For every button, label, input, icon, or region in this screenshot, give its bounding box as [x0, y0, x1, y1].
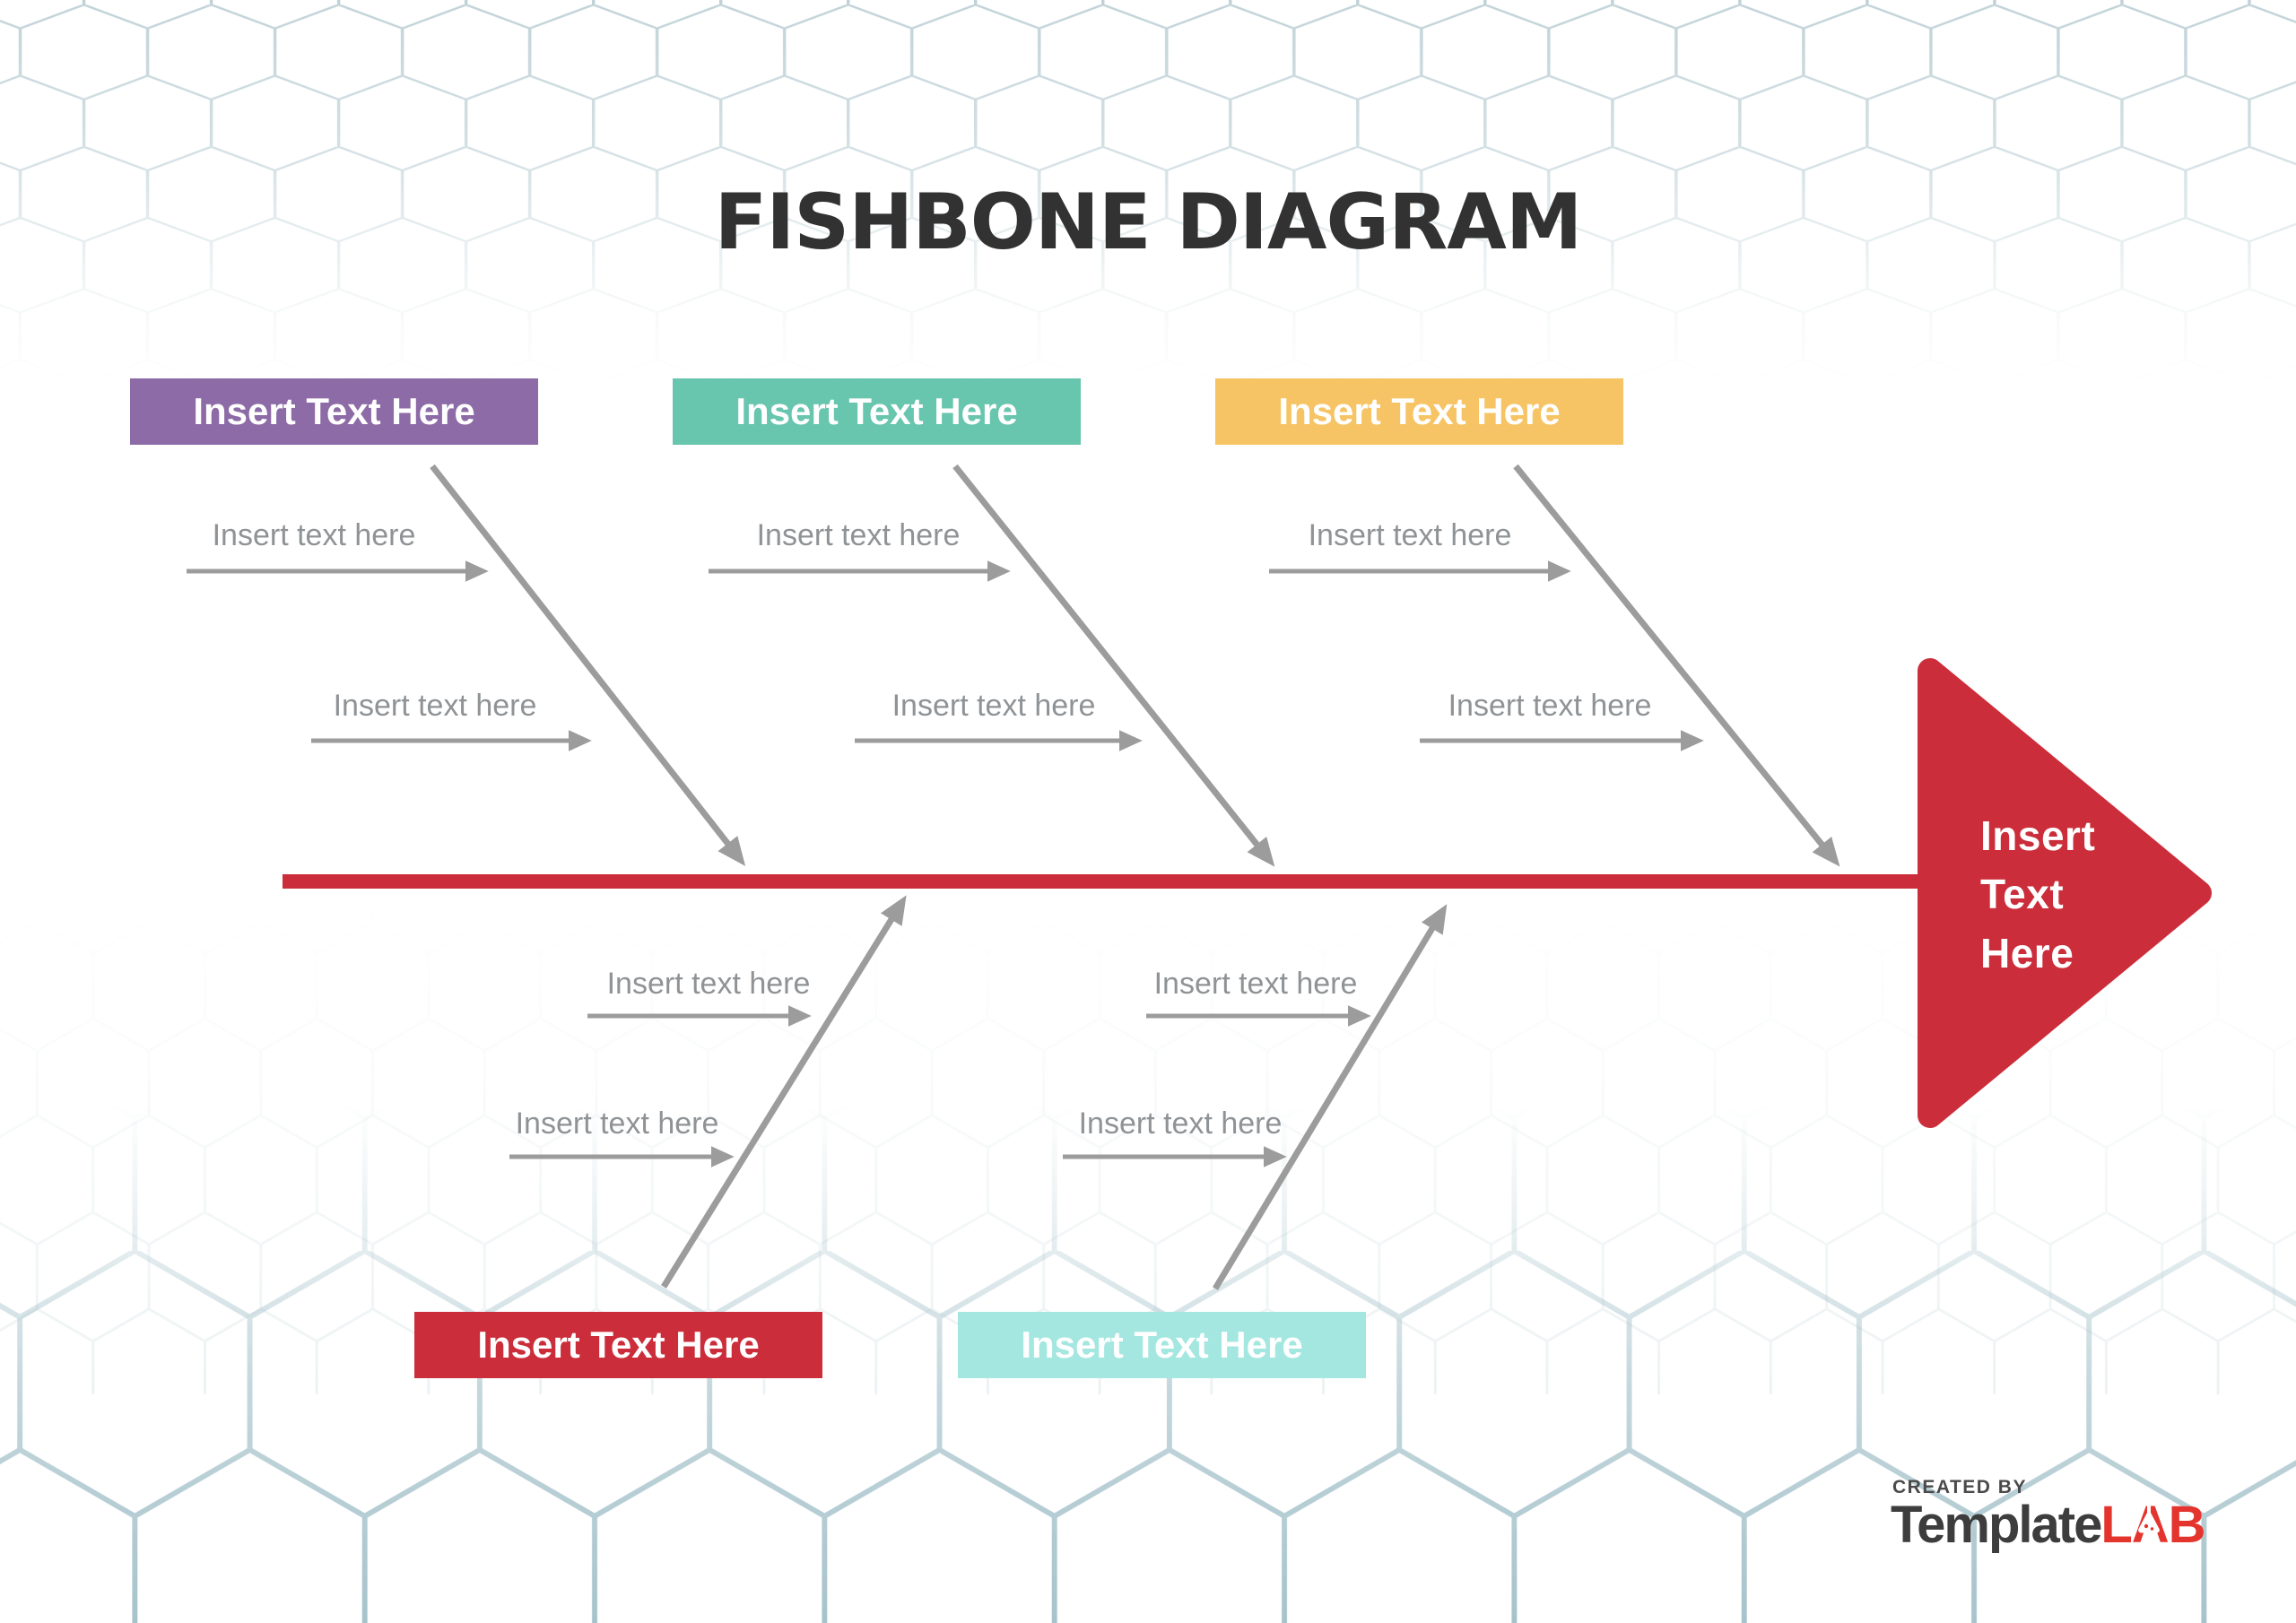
- category-box-label: Insert Text Here: [477, 1324, 760, 1366]
- hex-mesh-top: [0, 0, 2296, 386]
- category-box-bottom-2[interactable]: Insert Text Here: [958, 1312, 1366, 1378]
- category-box-label: Insert Text Here: [735, 390, 1018, 432]
- category-box-top-2[interactable]: Insert Text Here: [673, 378, 1081, 445]
- branch-bone-top-1: [430, 464, 746, 866]
- category-box-top-1[interactable]: Insert Text Here: [130, 378, 538, 445]
- logo-brand: TemplateLAB: [1891, 1499, 2267, 1551]
- category-box-bottom-1[interactable]: Insert Text Here: [414, 1312, 822, 1378]
- category-box-label: Insert Text Here: [1278, 390, 1561, 432]
- fish-head-arrow[interactable]: [1918, 658, 2212, 1128]
- logo-brand-primary: Template: [1891, 1496, 2102, 1554]
- sub-branch-label[interactable]: Insert text here: [1448, 689, 1652, 723]
- sub-branch-label[interactable]: Insert text here: [1153, 967, 1358, 1001]
- logo-created-by: CREATED BY: [1892, 1477, 2027, 1497]
- sub-branch-label[interactable]: Insert text here: [891, 689, 1096, 723]
- branch-bone-top-3: [1513, 464, 1840, 867]
- branch-bone-bottom-1: [661, 895, 907, 1289]
- fish-head-label[interactable]: Insert Text Here: [1980, 812, 2096, 976]
- logo-brand-accent: LAB: [2100, 1496, 2205, 1554]
- sub-branch-label[interactable]: Insert text here: [756, 518, 961, 552]
- branch-bone-bottom-2: [1213, 904, 1448, 1290]
- flask-icon: [2138, 1503, 2161, 1533]
- sub-branch-label[interactable]: Insert text here: [1078, 1107, 1283, 1141]
- category-box-label: Insert Text Here: [1021, 1324, 1303, 1366]
- category-box-label: Insert Text Here: [193, 390, 475, 432]
- sub-branch-label[interactable]: Insert text here: [515, 1107, 719, 1141]
- category-box-top-3[interactable]: Insert Text Here: [1215, 378, 1623, 445]
- sub-branch-label[interactable]: Insert text here: [606, 967, 811, 1001]
- templatelab-logo: CREATED BY TemplateLAB: [1891, 1478, 2267, 1551]
- spine-line: [283, 874, 1928, 889]
- sub-branch-label[interactable]: Insert text here: [212, 518, 416, 552]
- branch-bone-top-2: [952, 464, 1275, 867]
- sub-branch-label[interactable]: Insert text here: [333, 689, 537, 723]
- sub-branch-label[interactable]: Insert text here: [1308, 518, 1512, 552]
- diagram-title: FISHBONE DIAGRAM: [714, 178, 1583, 267]
